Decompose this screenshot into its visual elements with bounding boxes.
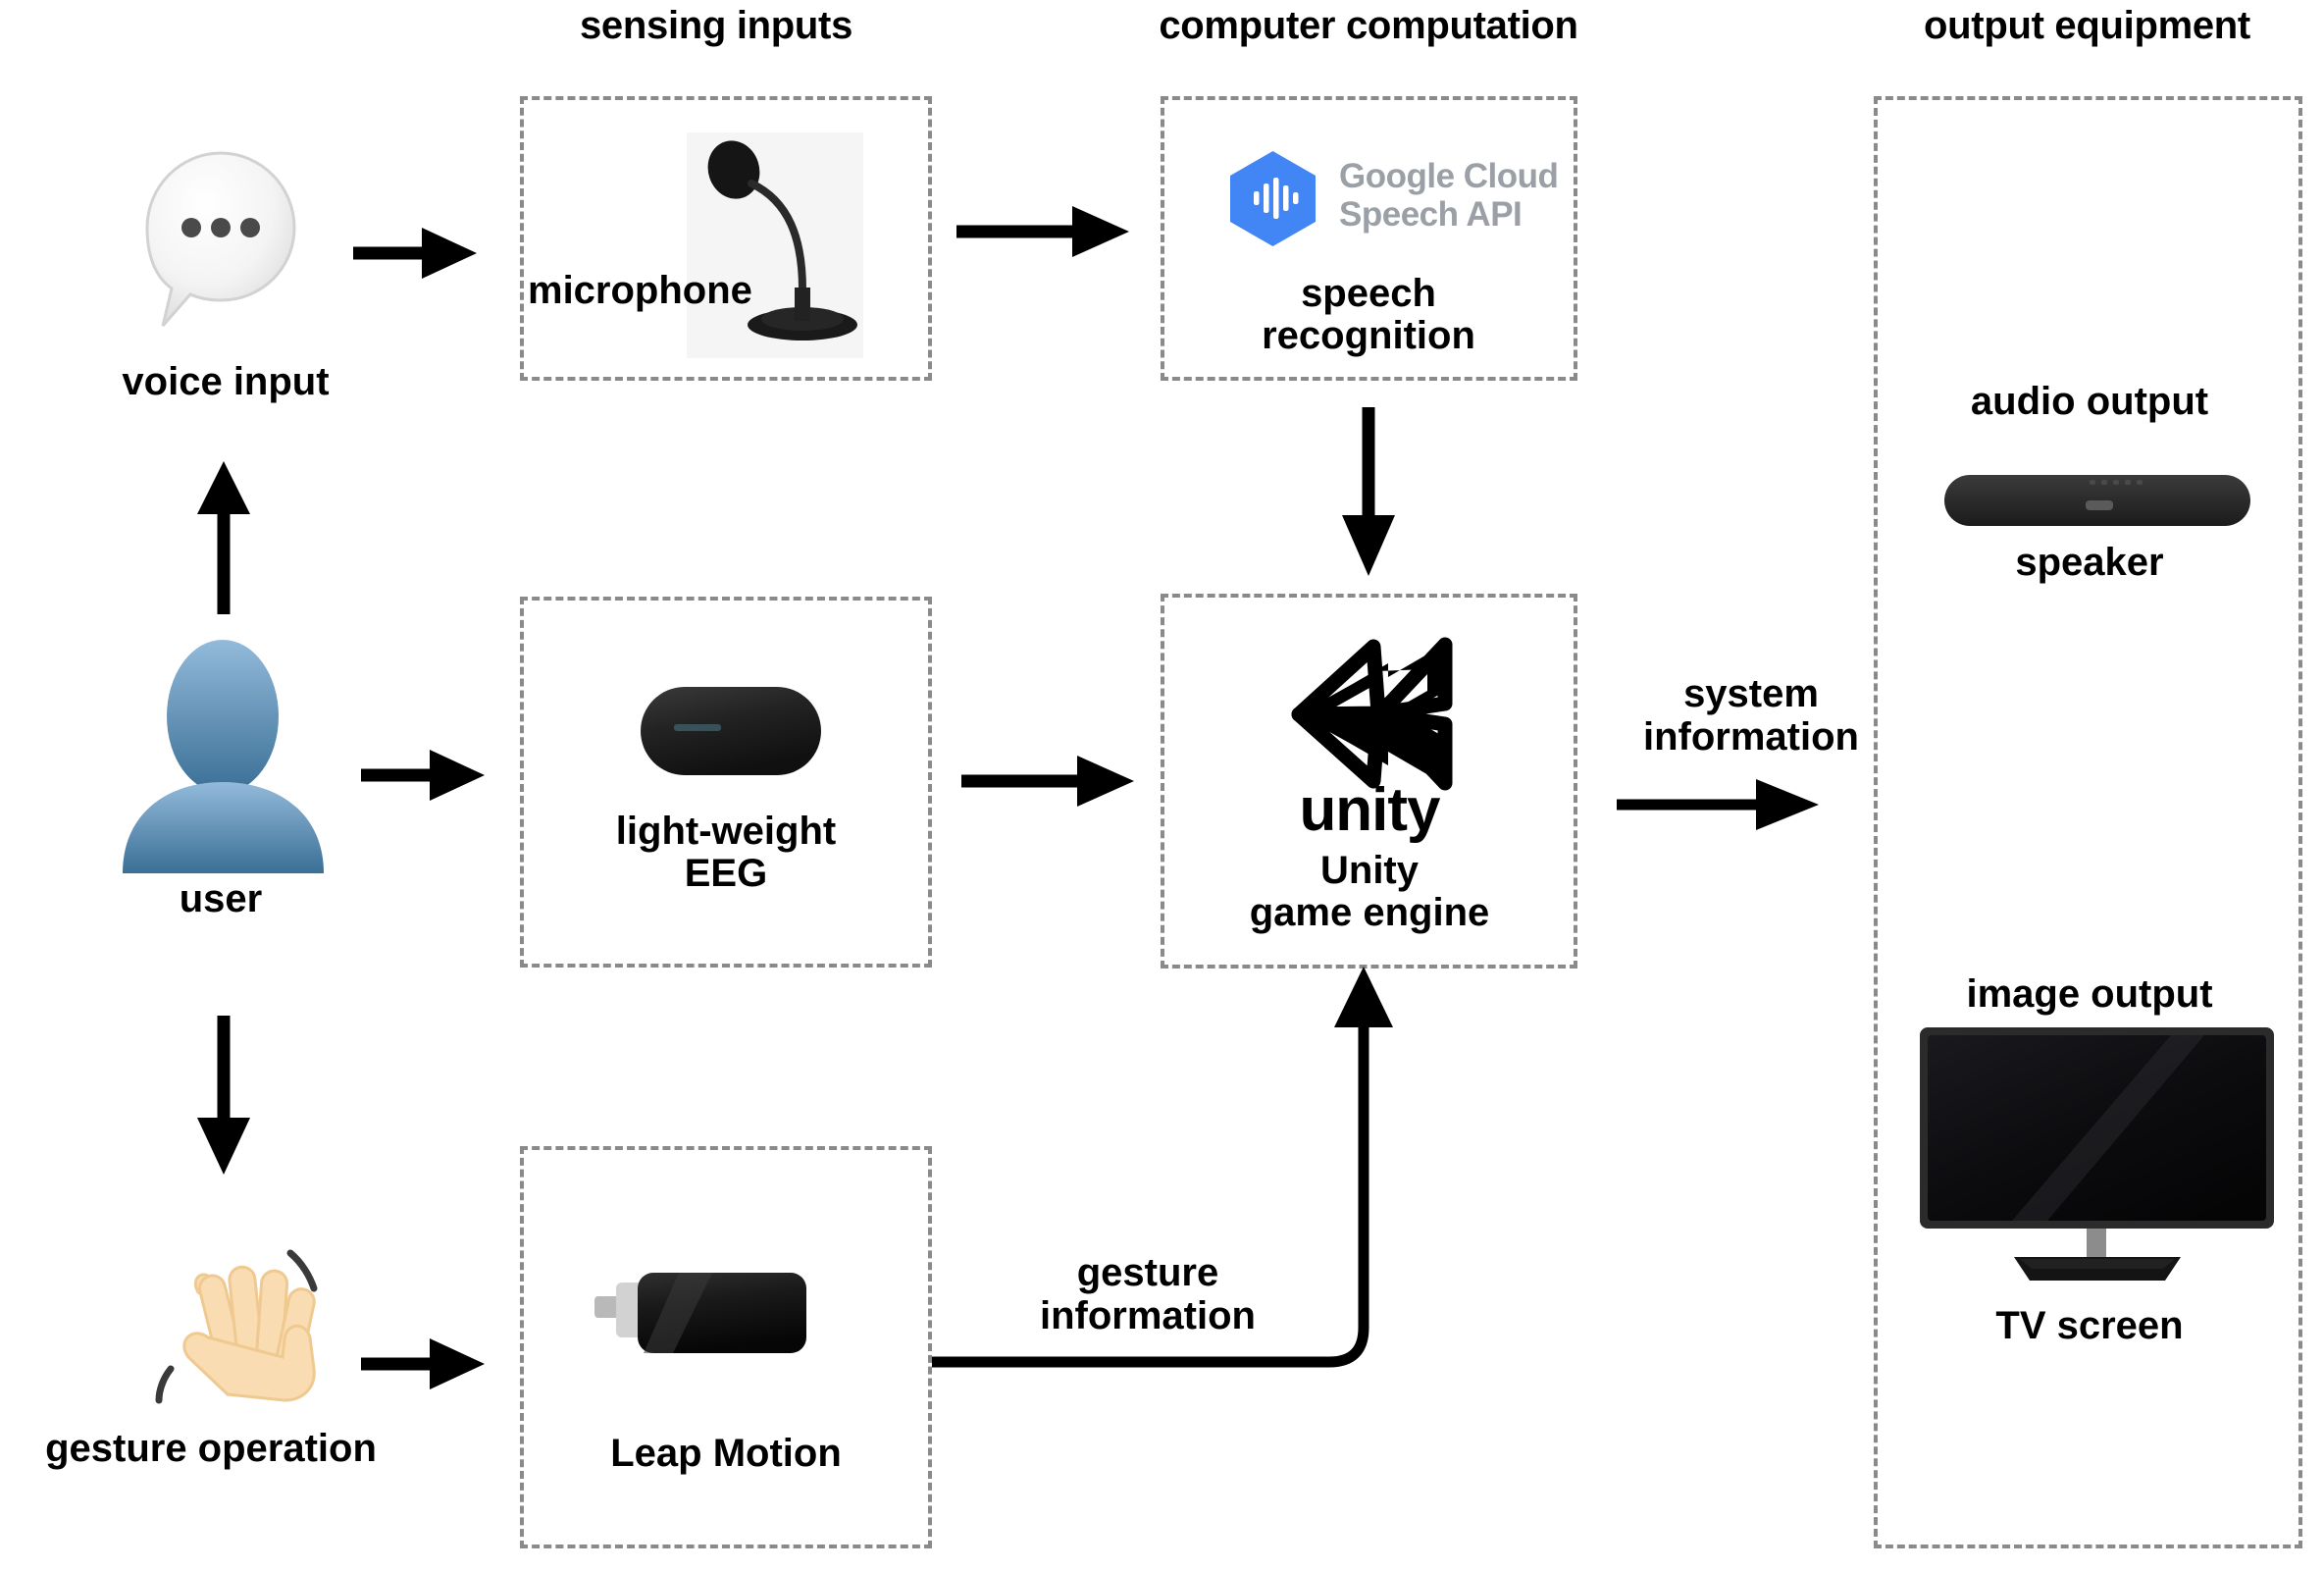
speech-api-line: Speech API [1339,195,1523,235]
arrow-user-to-gesture [194,1016,253,1178]
google-cloud-speech-api-wordmark: Google Cloud Speech API [1339,157,1604,234]
group-box-output-equipment [1874,96,2302,1548]
arrow-user-to-eeg [361,746,489,805]
user-avatar-icon [113,633,334,873]
soundbar-speaker-photo [1940,461,2254,540]
arrow-microphone-to-speech [956,202,1133,261]
arrow-gesture-to-leap [361,1335,489,1393]
audio-output-title: audio output [1970,380,2209,423]
arrow-leap-to-unity [932,967,1442,1379]
arrow-user-to-voice-input [194,459,253,616]
waving-hand-icon [137,1231,334,1418]
microphone-label: microphone [528,269,752,312]
gesture-information-edge-label: gesture information [1040,1251,1256,1337]
column-header-computer-computation: computer computation [1159,4,1578,47]
group-box-leap-motion [520,1146,932,1548]
eeg-device-photo [633,677,829,785]
arrow-unity-to-output [1617,775,1823,834]
gesture-operation-label: gesture operation [45,1427,377,1470]
column-header-output-equipment: output equipment [1924,4,2250,47]
arrow-speech-to-unity [1339,407,1398,579]
speaker-label: speaker [2015,541,2164,584]
eeg-label: light-weight EEG [615,810,837,896]
voice-input-label: voice input [122,360,330,403]
group-box-unity [1161,594,1577,969]
leap-motion-photo [589,1261,814,1374]
image-output-title: image output [1966,972,2213,1016]
arrow-voice-to-microphone [353,224,481,283]
group-box-speech-recognition [1161,96,1577,381]
user-label: user [179,877,263,920]
system-information-edge-label: system information [1643,672,1859,759]
unity-label: Unity game engine [1249,849,1490,935]
unity-cube-icon [1285,633,1462,795]
leap-motion-label: Leap Motion [610,1432,842,1475]
google-cloud-speech-api-logo [1221,147,1324,250]
google-cloud-line: Google Cloud [1339,157,1559,195]
arrow-eeg-to-unity [961,752,1138,811]
microphone-photo [687,132,863,358]
speech-bubble-icon [137,145,304,332]
tv-screen-photo [1918,1025,2276,1285]
group-box-microphone [520,96,932,381]
group-box-eeg [520,597,932,968]
tv-screen-label: TV screen [1995,1304,2184,1347]
unity-wordmark: unity [1299,776,1440,844]
column-header-sensing-inputs: sensing inputs [579,4,853,47]
speech-recognition-label: speech recognition [1262,272,1475,358]
